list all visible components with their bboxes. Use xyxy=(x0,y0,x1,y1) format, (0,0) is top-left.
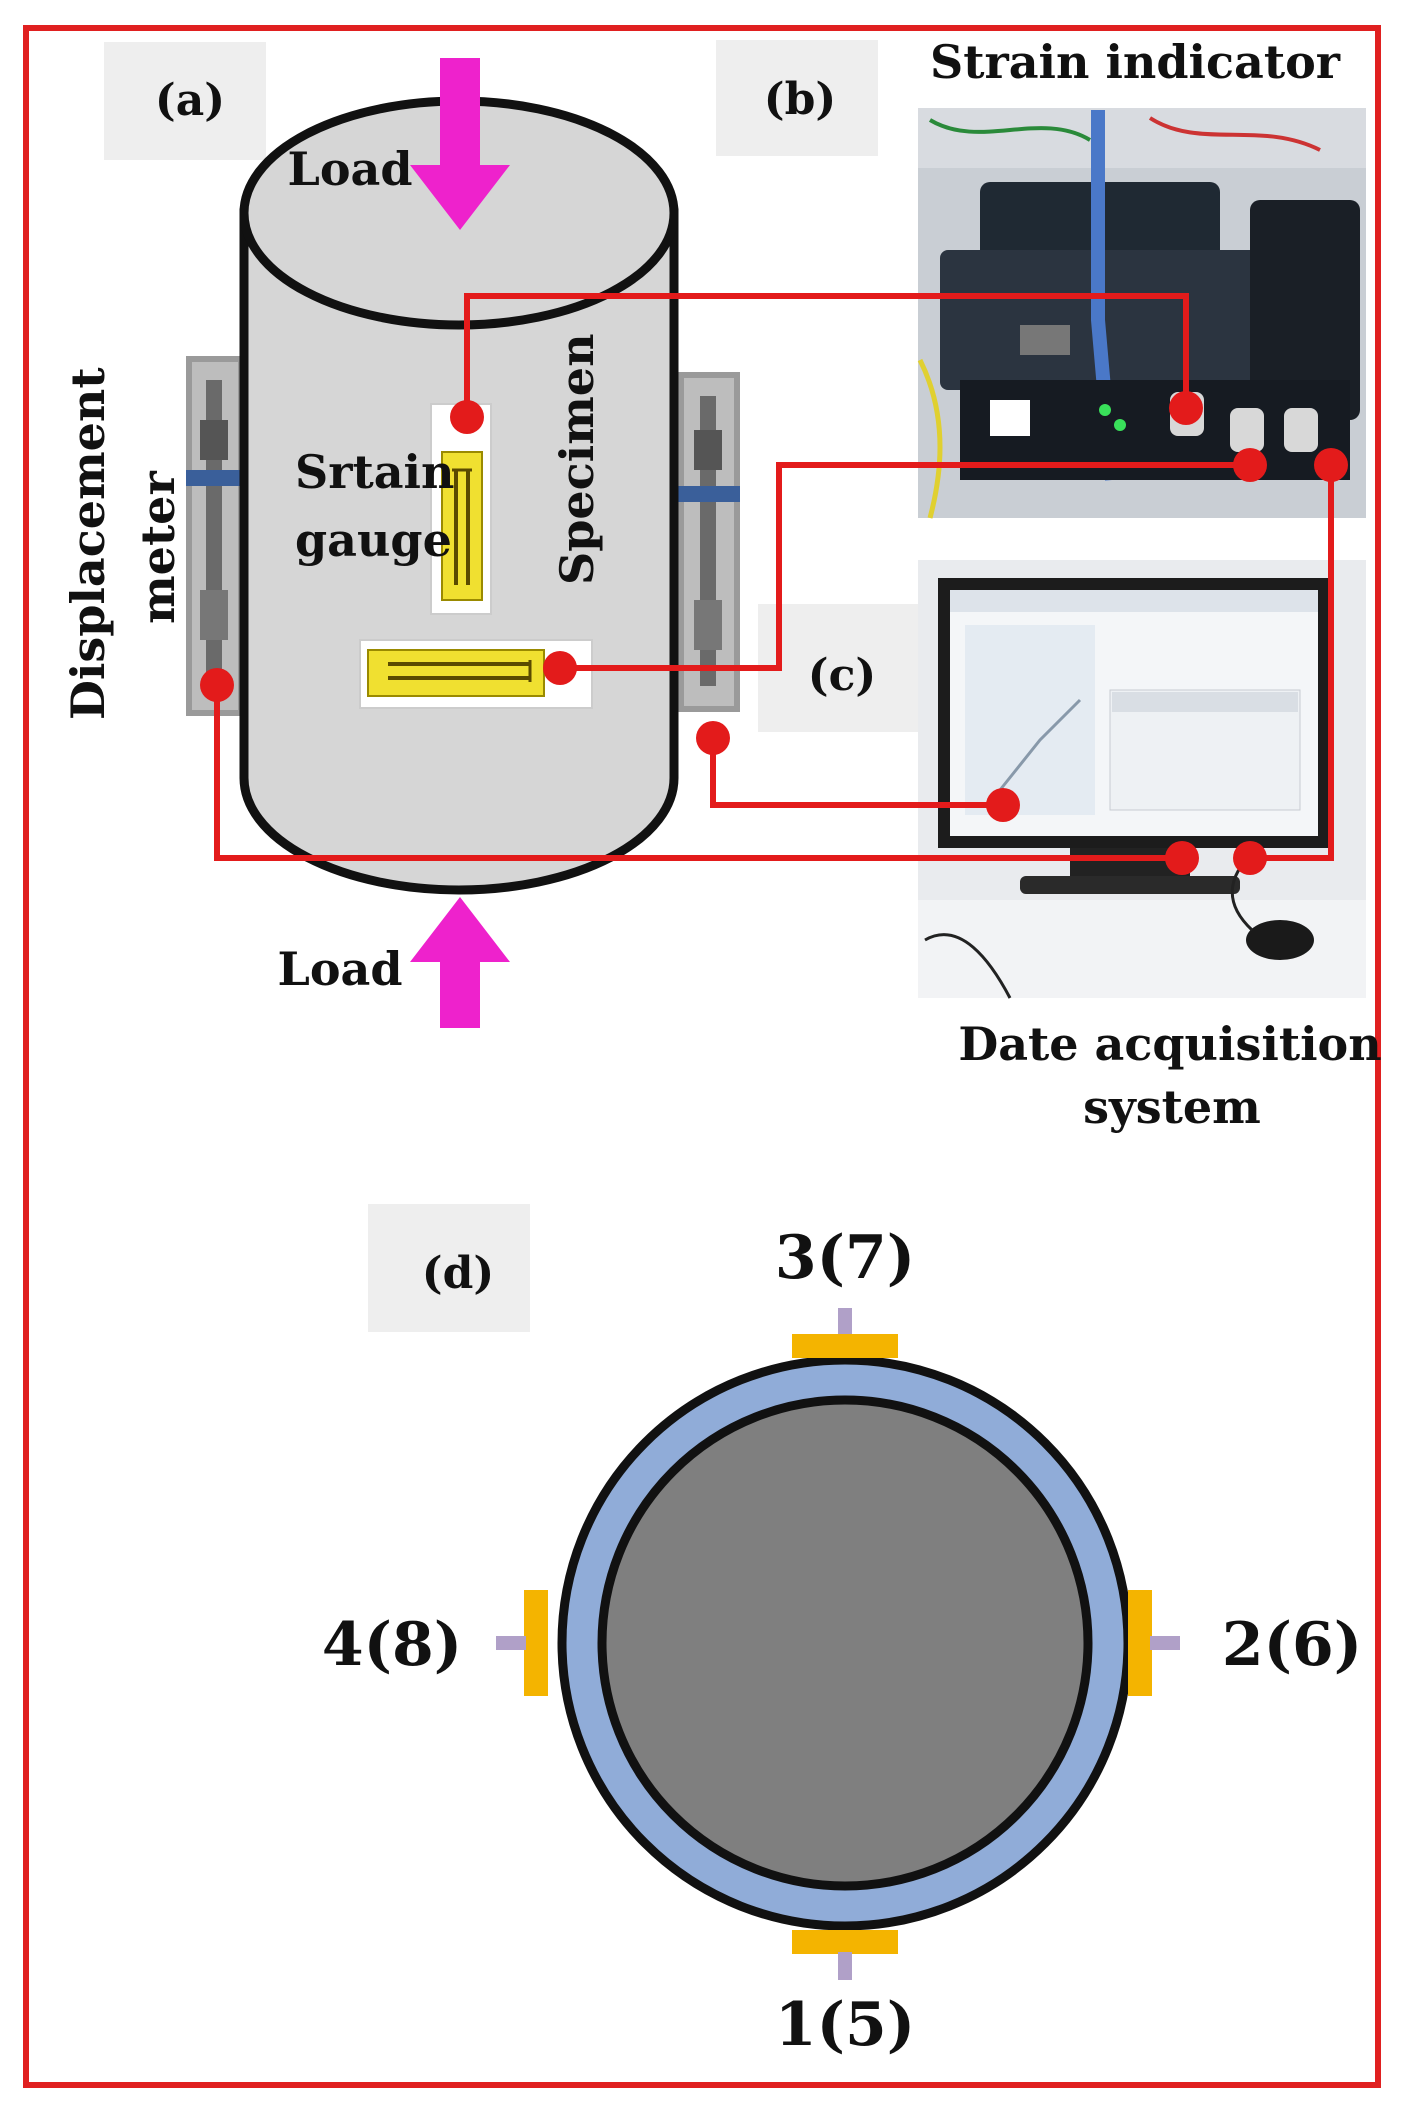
cross-section xyxy=(557,1355,1133,1931)
load-arrow-top xyxy=(410,58,510,230)
panel-b-tag: (b) xyxy=(764,74,836,125)
concrete-core xyxy=(597,1395,1093,1891)
terminal-dot xyxy=(1233,448,1267,482)
gauge-position-bottom: 1(5) xyxy=(775,1990,915,2060)
wire-vertical-gauge xyxy=(464,293,1189,417)
gauge-pad-bottom xyxy=(792,1930,898,1954)
wire-left-meter xyxy=(214,685,1182,861)
wiring xyxy=(214,293,1334,861)
gauge-position-top: 3(7) xyxy=(775,1223,915,1293)
gauge-lead-bottom xyxy=(838,1952,852,1980)
gauge-pad-left xyxy=(524,1590,548,1696)
panel-a-tag: (a) xyxy=(155,75,225,126)
gauge-lead-right xyxy=(1150,1636,1180,1650)
terminal-dot xyxy=(1169,391,1203,425)
strain-indicator-photo xyxy=(917,108,1366,519)
panel-a-tag-bg xyxy=(104,42,266,160)
gauge-markers xyxy=(496,1308,1180,1980)
terminal-dot xyxy=(1233,841,1267,875)
load-label-bottom: Load xyxy=(278,942,403,996)
panel-d-tag: (d) xyxy=(422,1248,494,1299)
panel-c-tag-bg xyxy=(758,604,920,732)
load-label-top: Load xyxy=(288,142,413,196)
terminal-dot xyxy=(543,651,577,685)
gauge-position-right: 2(6) xyxy=(1222,1610,1362,1680)
specimen-label: Specimen xyxy=(550,333,604,585)
displacement-label-line2: meter xyxy=(131,471,185,624)
daq-label-line1: Date acquisition xyxy=(958,1017,1381,1071)
displacement-label-line1: Displacement xyxy=(61,367,115,720)
panel-d-tag-bg xyxy=(368,1204,530,1332)
strain-indicator-label: Strain indicator xyxy=(930,35,1341,89)
daq-label-line2: system xyxy=(1083,1080,1261,1134)
gauge-lead-left xyxy=(496,1636,526,1650)
gauge-position-left: 4(8) xyxy=(322,1610,462,1680)
terminal-dot xyxy=(986,788,1020,822)
wire-horizontal-gauge xyxy=(560,462,1250,671)
panel-c-tag: (c) xyxy=(808,650,876,701)
strain-gauge-horizontal xyxy=(359,639,593,709)
terminal-dot xyxy=(1165,841,1199,875)
wire-right-meter xyxy=(710,738,1003,808)
displacement-meter-right xyxy=(678,372,740,712)
strain-gauge-label-line2: gauge xyxy=(295,513,452,567)
strain-gauge-vertical xyxy=(430,403,492,615)
load-arrow-bottom xyxy=(410,897,510,1028)
gauge-pad-right xyxy=(1128,1590,1152,1696)
panel-b-tag-bg xyxy=(716,40,878,156)
wire-indicator-to-daq xyxy=(1250,465,1334,861)
terminal-dot xyxy=(1314,448,1348,482)
outer-frame xyxy=(23,25,1381,2088)
displacement-meter-left xyxy=(186,356,244,716)
terminal-dot xyxy=(696,721,730,755)
gauge-lead-top xyxy=(838,1308,852,1336)
wire-terminals xyxy=(200,391,1348,875)
strain-gauge-label-line1: Srtain xyxy=(295,445,454,499)
terminal-dot xyxy=(200,668,234,702)
terminal-dot xyxy=(450,400,484,434)
gauge-pad-top xyxy=(792,1334,898,1358)
data-acquisition-photo xyxy=(918,560,1366,999)
